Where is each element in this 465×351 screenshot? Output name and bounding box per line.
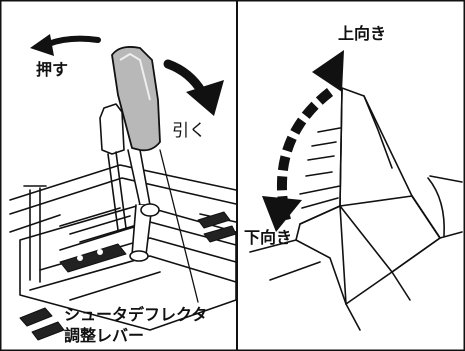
pull-arrow xyxy=(163,59,224,116)
direction-arrow xyxy=(262,50,344,232)
right-panel-illustration xyxy=(249,87,463,331)
push-arrow xyxy=(30,34,101,56)
lever-label-line2: 調整レバー xyxy=(64,326,145,345)
down-direction-label: 下向き xyxy=(244,228,293,247)
push-label: 押す xyxy=(36,60,69,79)
left-panel-illustration xyxy=(9,103,237,341)
up-direction-label: 上向き xyxy=(338,24,387,43)
lever-label-line1: シュータデフレクタ xyxy=(64,305,208,324)
pull-label: 引く xyxy=(172,121,206,141)
lever-knob-highlight xyxy=(119,52,151,101)
lever-knob xyxy=(111,46,161,152)
